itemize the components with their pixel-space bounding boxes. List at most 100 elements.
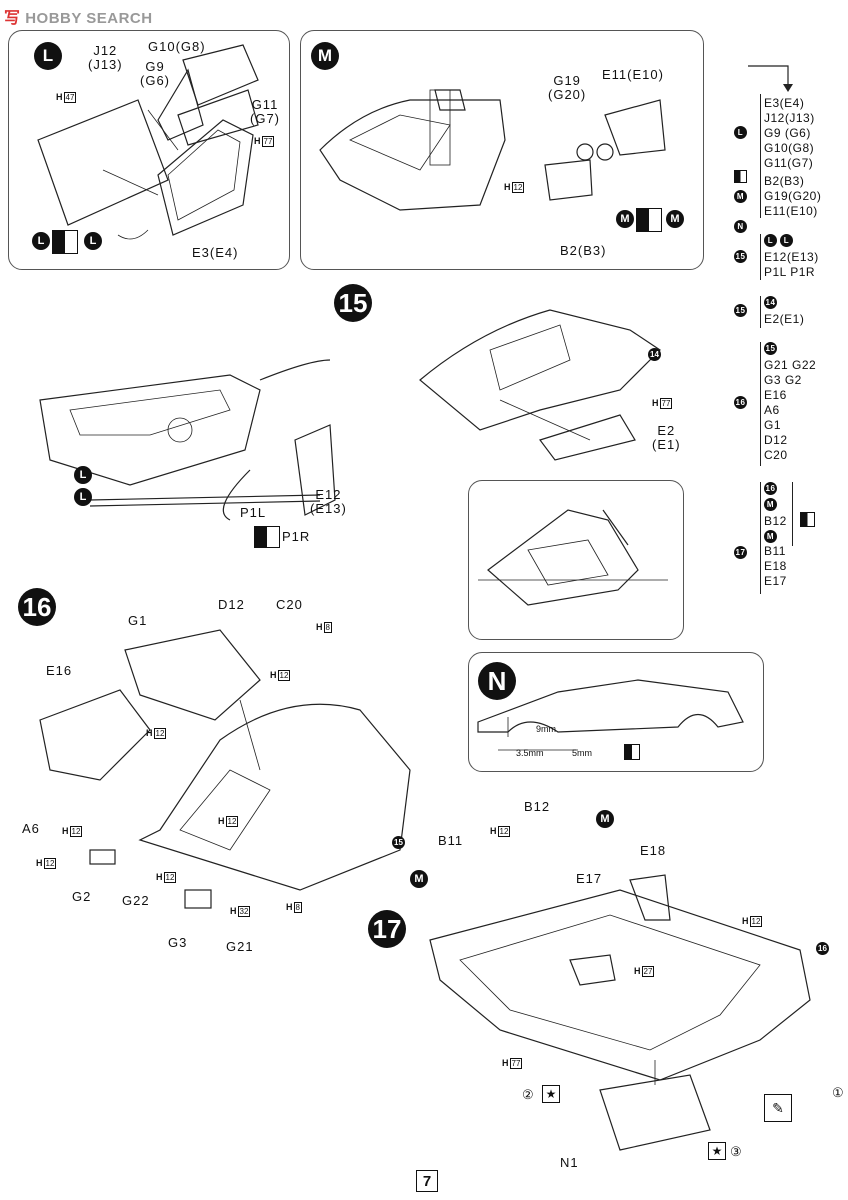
sidebar-g7-row-b2: E17	[764, 574, 787, 588]
door-detail-drawing	[478, 509, 668, 606]
watermark-cn: 写	[4, 10, 21, 27]
step-15-sub-l1: L	[74, 466, 92, 484]
part-n1: N1	[560, 1155, 579, 1170]
sidebar-g1-row-0: E3(E4)	[764, 96, 805, 110]
sidebar-g7-row-b0: B11	[764, 544, 786, 558]
part-e3: E3(E4)	[192, 245, 239, 260]
sidebar-g1-row-2: G9 (G6)	[764, 126, 811, 140]
part-e12: E12 (E13)	[310, 487, 347, 516]
part-g2: G2	[72, 889, 92, 904]
step-17-badge: 17	[368, 910, 406, 948]
step-l-badge: L	[34, 42, 62, 70]
sidebar-g7-combo-icon	[800, 512, 815, 527]
part-e18: E18	[640, 843, 667, 858]
sidebar-g4-badge: 15	[734, 250, 747, 263]
sidebar-g3-badge: N	[734, 220, 747, 233]
page-number: 7	[416, 1170, 438, 1192]
sidebar-g6-row-3: A6	[764, 403, 780, 417]
sidebar-g4-row-1: P1L P1R	[764, 265, 816, 279]
sidebar-g6-sub: 15	[764, 342, 777, 355]
part-e2: E2 (E1)	[652, 423, 681, 452]
note-3: ③	[730, 1144, 743, 1159]
step-15-badge: 15	[334, 284, 372, 322]
p1-combo-icon	[254, 526, 280, 548]
step-17-sub-m1: M	[596, 810, 614, 828]
sidebar-g4-row-0: E12(E13)	[764, 250, 819, 264]
part-a6: A6	[22, 821, 40, 836]
part-g21: G21	[226, 939, 254, 954]
sidebar-g6-row-1: G3 G2	[764, 373, 802, 387]
sidebar-g7-sub-b: M	[764, 498, 777, 511]
sidebar-g6-row-0: G21 G22	[764, 358, 817, 372]
step-15-right-drawing	[419, 309, 661, 461]
part-c20: C20	[276, 597, 303, 612]
sidebar-g7-sub-a: 16	[764, 482, 777, 495]
sidebar-g7-sub-c: M	[764, 530, 777, 543]
sidebar-g7-row-b1: E18	[764, 559, 787, 573]
part-b11: B11	[438, 833, 464, 848]
note-1: ①	[832, 1085, 845, 1100]
sidebar-g2-row-1: G19(G20)	[764, 189, 822, 203]
part-g11: G11 (G7)	[250, 97, 280, 126]
sidebar-g6-badge: 16	[734, 396, 747, 409]
sidebar-g4-sub-a: L	[764, 234, 777, 247]
combo-m-b: M	[666, 210, 684, 228]
part-p1l: P1L	[240, 505, 267, 520]
sidebar-g2-badge: M	[734, 190, 747, 203]
part-j12: J12 (J13)	[88, 43, 123, 72]
part-g10: G10(G8)	[148, 39, 206, 54]
sidebar-g6-row-2: E16	[764, 388, 787, 402]
sidebar-arrow	[748, 65, 793, 92]
sidebar-g6-row-6: C20	[764, 448, 788, 462]
step-n-combo-icon	[624, 744, 640, 760]
part-g3: G3	[168, 935, 188, 950]
step-m-badge: M	[311, 42, 339, 70]
step-17-ref-16: 16	[816, 942, 829, 955]
part-d12: D12	[218, 597, 245, 612]
step-16-badge: 16	[18, 588, 56, 626]
sidebar-g6-row-4: G1	[764, 418, 782, 432]
sidebar-g1-row-4: G11(G7)	[764, 156, 814, 170]
sidebar-g6-row-5: D12	[764, 433, 788, 447]
part-e16: E16	[46, 663, 73, 678]
combo-l-b: L	[84, 232, 102, 250]
watermark-text: HOBBY SEARCH	[25, 10, 153, 27]
sidebar-g2-row-0: B2(B3)	[764, 174, 805, 188]
part-g1: G1	[128, 613, 148, 628]
cement-icon: ✎	[764, 1094, 792, 1122]
step-17-sub-m2: M	[410, 870, 428, 888]
part-b12: B12	[524, 799, 551, 814]
sidebar-g1-row-3: G10(G8)	[764, 141, 815, 155]
dim-5mm: 5mm	[572, 748, 592, 758]
part-g19: G19 (G20)	[548, 73, 587, 102]
sidebar-g5-badge: 15	[734, 304, 747, 317]
combo-m-icon	[636, 208, 662, 232]
step-17-drawing	[429, 874, 811, 1151]
combo-l-a: L	[32, 232, 50, 250]
dim-3-5mm: 3.5mm	[516, 748, 544, 758]
star-icon-a: ★	[542, 1085, 560, 1103]
step-16-ref-15: 15	[392, 836, 405, 849]
part-p1r: P1R	[282, 529, 311, 544]
step-n-drawing	[477, 679, 744, 751]
step-15-left-drawing	[39, 359, 336, 521]
sidebar-g4-sub-b: L	[780, 234, 793, 247]
step-15-ref-14: 14	[648, 348, 661, 361]
step-n-badge: N	[478, 662, 516, 700]
sidebar-combo-icon	[734, 170, 747, 183]
step-16-drawing	[39, 629, 411, 909]
combo-l-icon	[52, 230, 78, 254]
part-b2: B2(B3)	[560, 243, 607, 258]
part-g22: G22	[122, 893, 150, 908]
